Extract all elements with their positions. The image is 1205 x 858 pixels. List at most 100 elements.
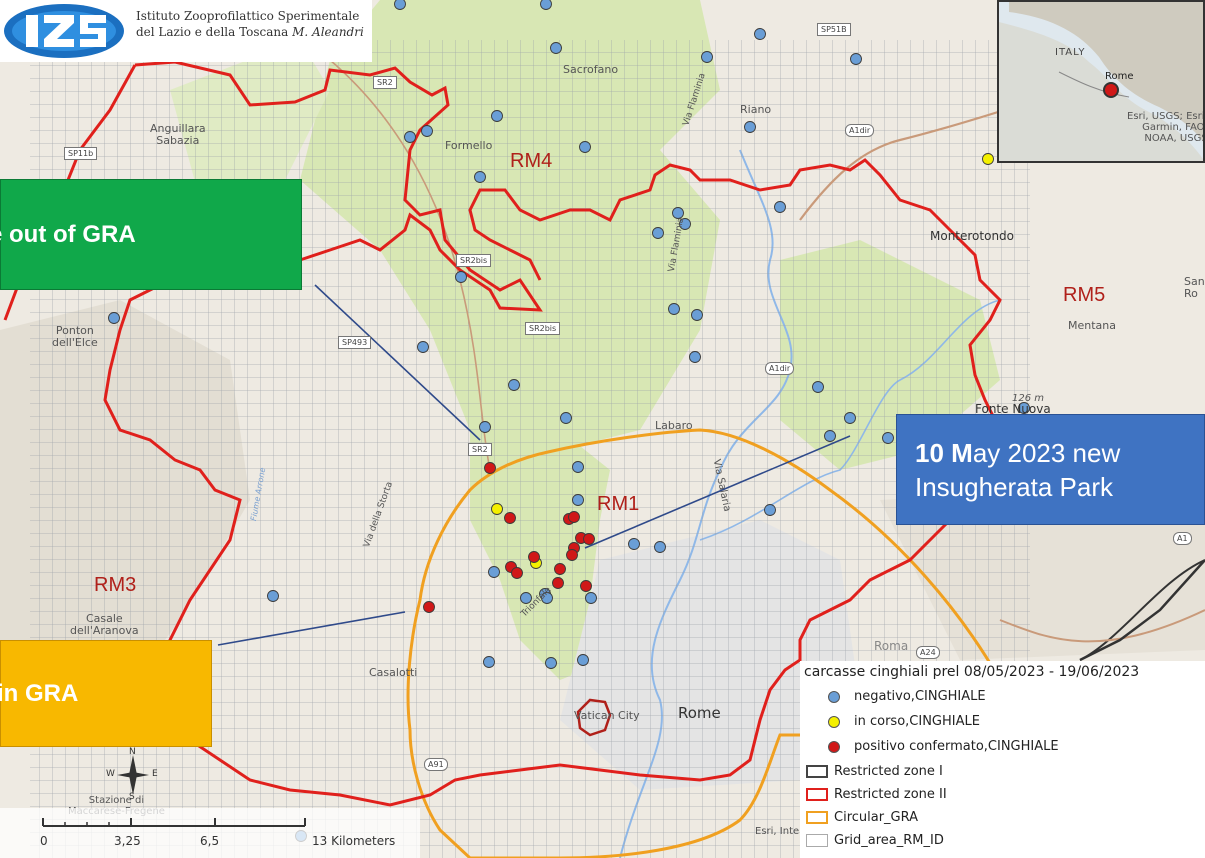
place-label-anguillara: Anguillara Sabazia [150, 122, 206, 148]
sample-point-negativo [455, 271, 467, 283]
sample-point-negativo [579, 141, 591, 153]
sample-point-negativo [488, 566, 500, 578]
sample-point-negativo [572, 494, 584, 506]
inset-city-label: Rome [1105, 71, 1134, 82]
logo-institute-name: Istituto Zooprofilattico Sperimentale de… [136, 9, 364, 39]
sample-point-negativo [479, 421, 491, 433]
callout-out-of-gra: e out of GRA [0, 179, 302, 290]
inset-attribution: Esri, USGS; Esri, Garmin, FAO, NOAA, USG… [1127, 111, 1205, 144]
zone-label-rm3: RM3 [94, 574, 137, 596]
legend-positivo-symbol [828, 740, 840, 753]
place-label-casalotti: Casalotti [369, 666, 418, 679]
zone-label-rm4: RM4 [510, 150, 553, 172]
circular-gra-ring [406, 428, 1006, 858]
sample-point-positivo [583, 533, 595, 545]
scale-tick-3-25: 3,25 [114, 834, 141, 848]
place-label-monterotondo: Monterotondo [930, 229, 1015, 243]
sample-point-negativo [491, 110, 503, 122]
road-shield-a1: A1 [1173, 532, 1192, 545]
sample-point-positivo [554, 563, 566, 575]
legend-item-grid-area: Grid_area_RM_ID [806, 833, 944, 848]
sample-point-positivo [580, 580, 592, 592]
izs-logo: Istituto Zooprofilattico Sperimentale de… [0, 0, 372, 62]
sample-point-negativo [541, 592, 553, 604]
legend-restricted-zone-i-symbol [806, 765, 828, 778]
sample-point-negativo [812, 381, 824, 393]
place-label-labaro: Labaro [655, 419, 693, 432]
izs-logo-icon [4, 4, 124, 58]
road-shield-sr2bis: SR2bis [456, 254, 492, 267]
place-label-fonte-nuova: Fonte Nuova [975, 402, 1051, 416]
sample-point-negativo [850, 53, 862, 65]
sample-point-negativo [844, 412, 856, 424]
sample-point-negativo [267, 590, 279, 602]
sample-point-positivo [566, 549, 578, 561]
compass-s: S [129, 792, 135, 802]
legend-item-circular-gra: Circular_GRA [806, 810, 918, 825]
sample-point-positivo [504, 512, 516, 524]
sample-point-negativo [394, 0, 406, 10]
callout-insugherata-park: 10 May 2023 new Insugherata Park [896, 414, 1205, 525]
compass-rose [117, 755, 149, 795]
sample-point-in-corso [982, 153, 994, 165]
legend-circular-gra-symbol [806, 811, 828, 824]
road-shield-sp493: SP493 [338, 336, 372, 349]
callout-line-green [314, 284, 481, 441]
sample-point-negativo [701, 51, 713, 63]
zone-label-rm5: RM5 [1063, 284, 1106, 306]
sample-point-negativo [545, 657, 557, 669]
sample-point-negativo [882, 432, 894, 444]
sample-point-negativo [421, 125, 433, 137]
road-a24 [999, 609, 1205, 643]
legend-negativo-symbol [828, 690, 840, 703]
sample-point-negativo [520, 592, 532, 604]
sample-point-negativo [585, 592, 597, 604]
sample-point-negativo [572, 461, 584, 473]
sample-point-negativo [672, 207, 684, 219]
sample-point-negativo [689, 351, 701, 363]
sample-point-positivo [484, 462, 496, 474]
sample-point-negativo [474, 171, 486, 183]
sample-point-positivo [528, 551, 540, 563]
sample-point-negativo [764, 504, 776, 516]
zone-label-rm1: RM1 [597, 493, 640, 515]
legend-item-negativo: negativo,CINGHIALE [828, 689, 986, 704]
sample-point-negativo [679, 218, 691, 230]
callout-line-orange [217, 611, 406, 646]
place-label-rome: Rome [678, 704, 721, 722]
legend-item-in-corso: in corso,CINGHIALE [828, 714, 980, 729]
place-label-roma: Roma [874, 639, 909, 653]
road-shield-a1dir-2: A1dir [765, 362, 795, 375]
restricted-zone-i-border [1079, 559, 1205, 662]
restricted-zone-ii-border [103, 60, 1002, 807]
sample-point-in-corso [491, 503, 503, 515]
legend-item-restricted-zone-ii: Restricted zone II [806, 787, 947, 802]
sample-point-negativo [1018, 402, 1030, 414]
road-shield-sr2-south: SR2 [468, 443, 492, 456]
place-label-esri-intern: Esri, Interna [755, 826, 816, 837]
compass-n: N [129, 747, 136, 757]
road-shield-sr2-north: SR2 [373, 76, 397, 89]
scale-tick-13-km: 13 Kilometers [312, 834, 396, 848]
vatican-border [576, 698, 612, 737]
legend-restricted-zone-ii-symbol [806, 788, 828, 801]
road-shield-sr2bis-2: SR2bis [525, 322, 561, 335]
road-shield-sp51b: SP51B [817, 23, 851, 36]
sample-point-negativo [508, 379, 520, 391]
sample-point-negativo [744, 121, 756, 133]
road-shield-a91: A91 [424, 758, 448, 771]
sample-point-negativo [577, 654, 589, 666]
sample-point-negativo [560, 412, 572, 424]
sample-point-negativo [652, 227, 664, 239]
scale-tick-6-5: 6,5 [200, 834, 220, 848]
place-label-riano: Riano [740, 103, 772, 116]
compass-w: W [106, 769, 115, 779]
scale-tick-0: 0 [40, 834, 48, 848]
sample-point-negativo [668, 303, 680, 315]
sample-point-positivo [568, 511, 580, 523]
sample-point-negativo [540, 0, 552, 10]
place-label-ponton: Ponton dell'Elce [52, 324, 98, 350]
inset-country-label: ITALY [1055, 47, 1086, 58]
sample-point-negativo [417, 341, 429, 353]
